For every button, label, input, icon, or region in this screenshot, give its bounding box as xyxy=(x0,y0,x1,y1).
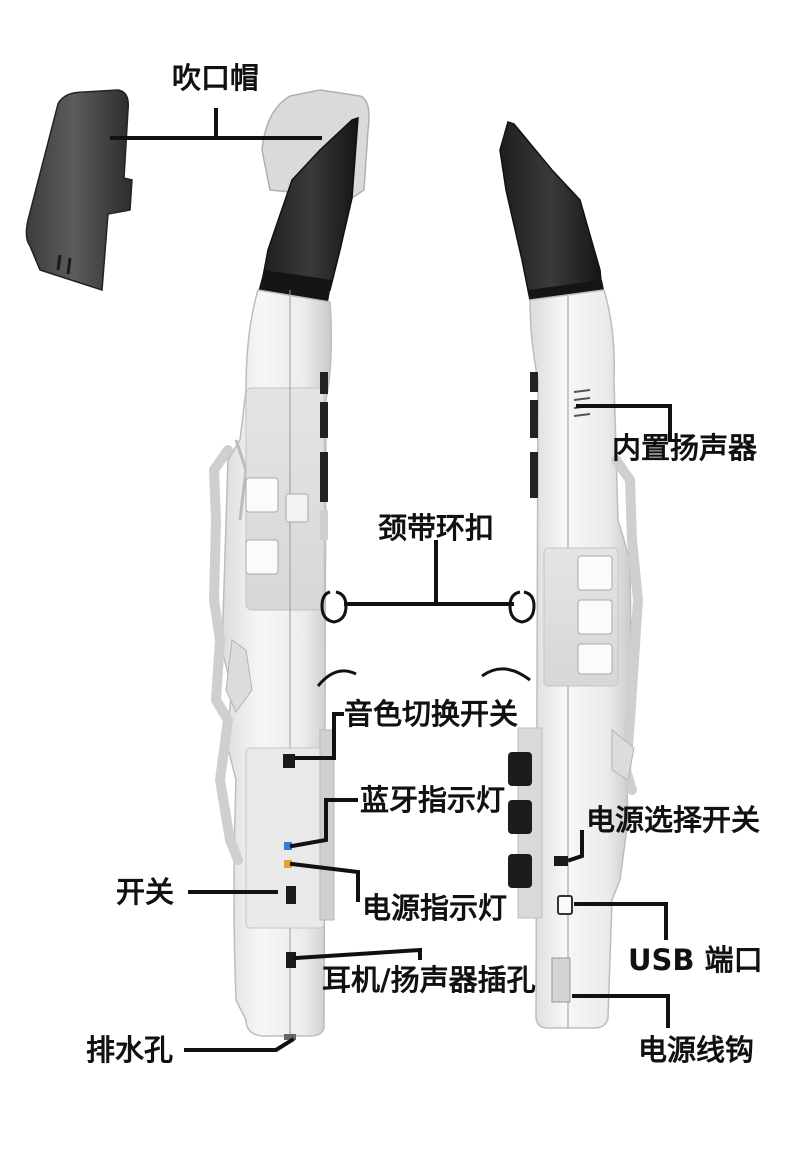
label-power-switch: 开关 xyxy=(116,875,175,909)
label-power-indicator: 电源指示灯 xyxy=(362,891,508,925)
mouthpiece-cap-part xyxy=(25,89,133,292)
label-power-cord-hook: 电源线钩 xyxy=(638,1033,755,1067)
label-drain-hole: 排水孔 xyxy=(86,1033,174,1067)
left-instrument-body xyxy=(208,89,370,1040)
label-neck-strap-hook: 颈带环扣 xyxy=(378,511,495,545)
label-power-select-switch: 电源选择开关 xyxy=(586,803,761,837)
label-bluetooth-indicator: 蓝牙指示灯 xyxy=(360,783,506,817)
label-usb-port: USB 端口 xyxy=(628,943,763,977)
label-headphone-jack: 耳机/扬声器插孔 xyxy=(322,963,536,997)
bluetooth-led xyxy=(284,842,292,850)
label-tone-switch: 音色切换开关 xyxy=(344,697,519,731)
power-led xyxy=(284,860,292,868)
right-instrument-body xyxy=(481,121,644,1029)
label-mouthpiece-cap: 吹口帽 xyxy=(172,61,260,95)
leader-lines xyxy=(110,108,672,1052)
label-builtin-speaker: 内置扬声器 xyxy=(612,431,758,465)
